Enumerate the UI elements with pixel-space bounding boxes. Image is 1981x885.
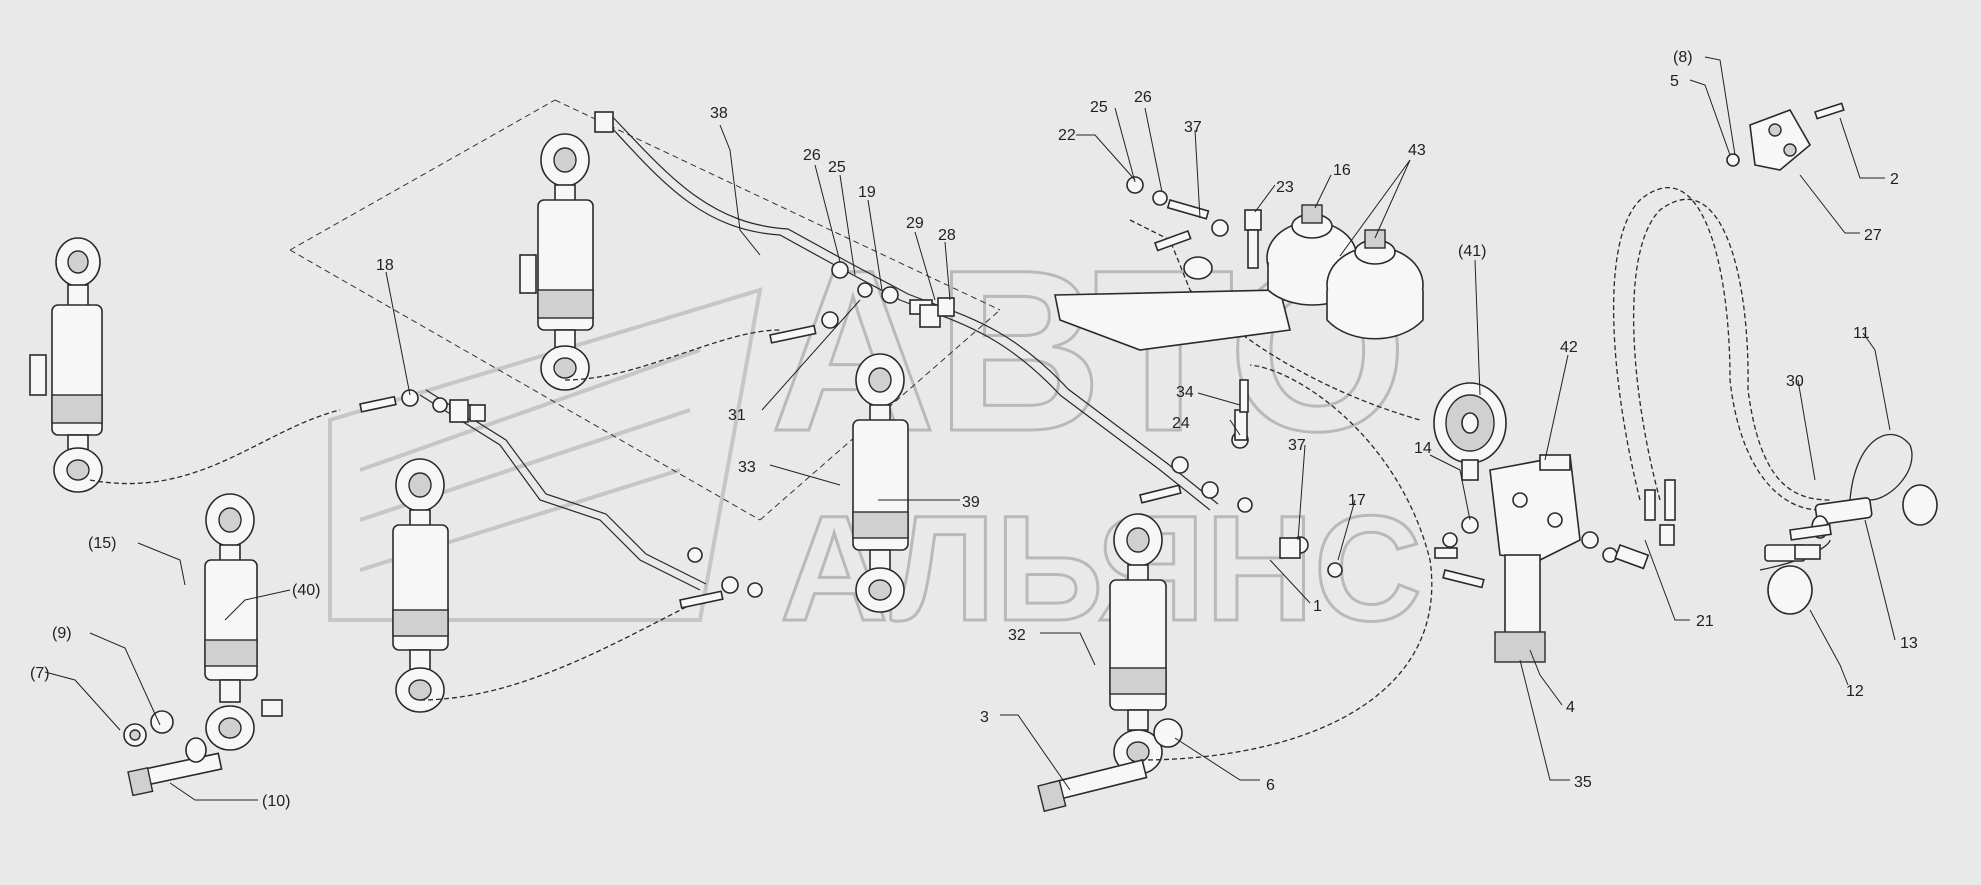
- callout-23: 23: [1276, 179, 1294, 196]
- callout-25-right: 25: [1090, 99, 1108, 116]
- nut-9: [150, 710, 174, 734]
- callout-1: 1: [1313, 598, 1322, 615]
- callout-3: 3: [980, 709, 989, 726]
- watermark-emblem: [328, 287, 763, 622]
- callout-13: 13: [1900, 635, 1918, 652]
- bolt-10: [127, 737, 223, 797]
- hose-dashed-left: [89, 409, 341, 485]
- callout-26-right: 26: [1134, 89, 1152, 106]
- clamps: [449, 111, 1301, 559]
- callout-8: (8): [1673, 49, 1693, 66]
- hydraulic-cylinder-upper: [519, 133, 594, 391]
- pipe-18-parallel: [425, 389, 707, 585]
- callout-4: 4: [1566, 699, 1575, 716]
- callout-27: 27: [1864, 227, 1882, 244]
- callout-28: 28: [938, 227, 956, 244]
- callout-22: 22: [1058, 127, 1076, 144]
- hose-return: [1139, 364, 1433, 761]
- callout-17: 17: [1348, 492, 1366, 509]
- callout-18: 18: [376, 257, 394, 274]
- callout-11: 11: [1853, 325, 1870, 342]
- callout-41: (41): [1458, 243, 1486, 260]
- leader-lines: [44, 56, 1896, 801]
- callout-7: (7): [30, 665, 50, 682]
- hydraulic-cylinder-39: [852, 353, 909, 613]
- hose-loop-right-inner: [1633, 198, 1831, 501]
- callout-38: 38: [710, 105, 728, 122]
- callout-labels: 38 26 25 19 29 28 18 31 33 39 (15) (40) …: [30, 49, 1918, 810]
- valve-block: [1434, 454, 1676, 663]
- callout-43: 43: [1408, 142, 1426, 159]
- callout-25: 25: [828, 159, 846, 176]
- callout-6: 6: [1266, 777, 1275, 794]
- callout-37-mid: 37: [1288, 437, 1306, 454]
- hose-upper-left: [564, 329, 781, 381]
- callout-10: (10): [262, 793, 290, 810]
- callout-42: 42: [1560, 339, 1578, 356]
- callout-14: 14: [1414, 440, 1432, 457]
- hose-loop-right: [1613, 186, 1821, 511]
- dashed-frame: [289, 99, 1001, 521]
- accumulator-43: [1326, 229, 1424, 340]
- hydraulic-cylinder-far-left: [29, 237, 103, 493]
- callout-33: 33: [738, 459, 756, 476]
- callout-37-top: 37: [1184, 119, 1202, 136]
- callout-29: 29: [906, 215, 924, 232]
- hydraulic-cylinder-lower: [1109, 513, 1183, 775]
- mounting-plate: [1054, 289, 1291, 351]
- callout-30: 30: [1786, 373, 1804, 390]
- callout-40: (40): [292, 582, 320, 599]
- callout-39: 39: [962, 494, 980, 511]
- hose-lower-left: [419, 599, 701, 701]
- hydraulic-cylinder-40: [204, 493, 283, 751]
- quick-couplers: [1759, 433, 1938, 615]
- callout-26: 26: [803, 147, 821, 164]
- callout-15: (15): [88, 535, 116, 552]
- callout-35: 35: [1574, 774, 1592, 791]
- pressure-gauge-41: [1433, 382, 1507, 481]
- hydraulic-cylinder-middle: [392, 458, 449, 713]
- callout-32: 32: [1008, 627, 1026, 644]
- pipe-38-parallel: [607, 111, 1219, 505]
- callout-5: 5: [1670, 73, 1679, 90]
- callout-9: (9): [52, 625, 72, 642]
- washer-7: [123, 723, 147, 747]
- callout-12: 12: [1846, 683, 1864, 700]
- pipe-18: [419, 394, 701, 591]
- callout-24: 24: [1172, 415, 1190, 432]
- callout-2: 2: [1890, 171, 1899, 188]
- callout-19: 19: [858, 184, 876, 201]
- callout-16: 16: [1333, 162, 1351, 179]
- bolt-3: [1037, 759, 1148, 813]
- callout-31: 31: [728, 407, 746, 424]
- callout-21: 21: [1696, 613, 1714, 630]
- coupling-bracket-27: [1726, 102, 1845, 171]
- callout-34: 34: [1176, 384, 1194, 401]
